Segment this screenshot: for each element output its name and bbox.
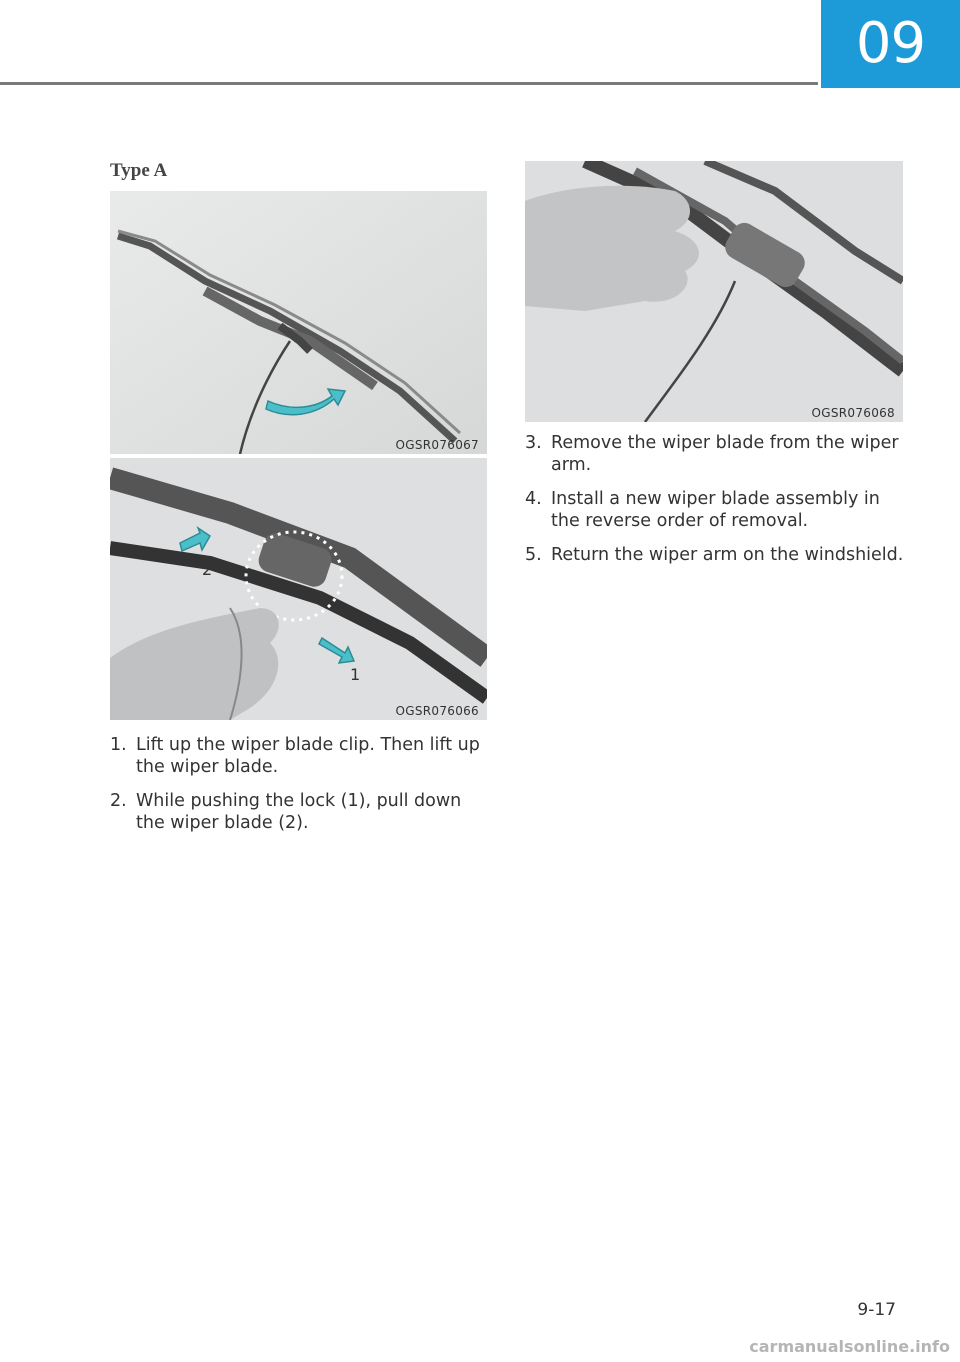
page-number: 9-17 [857, 1300, 896, 1320]
figure-wiper-lift: OGSR076067 [110, 191, 487, 454]
step-number: 1. [110, 735, 127, 755]
callout-label-1: 1 [350, 665, 360, 684]
step-text: Return the wiper arm on the windshield. [551, 545, 904, 565]
steps-list-left: 1. Lift up the wiper blade clip. Then lif… [110, 734, 490, 846]
push-arrow-icon [318, 636, 356, 664]
step-number: 4. [525, 489, 542, 509]
step-item: 1. Lift up the wiper blade clip. Then lif… [110, 734, 490, 778]
wiper-remove-illustration [525, 161, 903, 422]
step-text: Lift up the wiper blade clip. Then lift … [136, 735, 480, 777]
watermark[interactable]: carmanualsonline.info [749, 1337, 950, 1356]
step-number: 3. [525, 433, 542, 453]
step-text: While pushing the lock (1), pull down th… [136, 791, 462, 833]
callout-label-2: 2 [202, 560, 212, 579]
step-item: 4. Install a new wiper blade assembly in … [525, 488, 905, 532]
wiper-lift-illustration [110, 191, 487, 454]
step-text: Install a new wiper blade assembly in th… [551, 489, 880, 531]
step-item: 5. Return the wiper arm on the windshield… [525, 544, 905, 566]
step-text: Remove the wiper blade from the wiper ar… [551, 433, 899, 475]
figure-code: OGSR076066 [395, 704, 479, 718]
step-number: 5. [525, 545, 542, 565]
step-item: 3. Remove the wiper blade from the wiper … [525, 432, 905, 476]
figure-wiper-unlock: 2 1 OGSR076066 [110, 458, 487, 720]
pull-arrow-icon [179, 526, 211, 553]
wiper-unlock-illustration: 2 1 [110, 458, 487, 720]
step-number: 2. [110, 791, 127, 811]
section-title: Type A [110, 160, 168, 181]
figure-code: OGSR076067 [395, 438, 479, 452]
figure-wiper-remove: OGSR076068 [525, 161, 903, 422]
curved-arrow-icon [265, 388, 347, 416]
header-rule [0, 82, 818, 85]
figure-code: OGSR076068 [811, 406, 895, 420]
steps-list-right: 3. Remove the wiper blade from the wiper … [525, 432, 905, 578]
chapter-tab: 09 [821, 0, 960, 88]
step-item: 2. While pushing the lock (1), pull down … [110, 790, 490, 834]
